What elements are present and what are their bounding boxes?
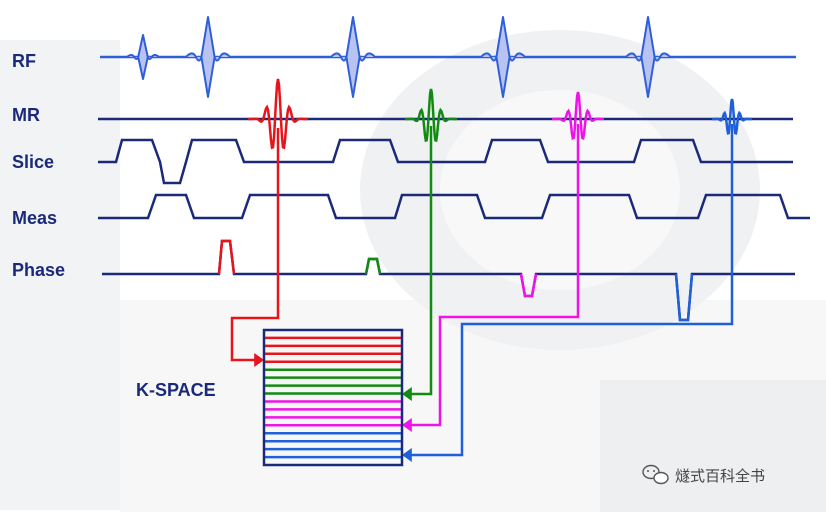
- echo-red: [248, 78, 308, 150]
- phase-step-magenta: [519, 273, 538, 298]
- arrow-blue: [402, 448, 412, 462]
- echo-green: [405, 88, 457, 143]
- connector-red: [230, 128, 280, 362]
- slice-gradient-trace: [98, 138, 793, 185]
- wechat-icon: [642, 464, 669, 485]
- echo-blue: [712, 98, 752, 135]
- phase-step-red: [217, 239, 236, 275]
- mr-row: [98, 78, 793, 150]
- label-rf: RF: [12, 51, 36, 71]
- label-meas: Meas: [12, 208, 57, 228]
- rf-pulse-5: [625, 16, 671, 98]
- kspace-grid: [262, 328, 404, 467]
- label-phase: Phase: [12, 260, 65, 280]
- phase-step-green: [364, 257, 382, 275]
- watermark: 燧式百科全书: [642, 464, 765, 485]
- readout-gradient-trace: [98, 193, 810, 220]
- connector-green: [410, 126, 433, 396]
- connector-blue: [410, 124, 734, 457]
- rf-pulse-3: [330, 16, 376, 98]
- arrow-green: [402, 387, 412, 401]
- arrow-red: [254, 353, 264, 367]
- rf-row: [100, 16, 796, 98]
- rf-pulse-2: [185, 16, 231, 98]
- echo-magenta: [552, 91, 604, 140]
- echo-to-kspace-connectors: [230, 124, 734, 462]
- arrow-magenta: [402, 418, 412, 432]
- kspace-border: [262, 328, 404, 467]
- phase-row: [102, 239, 795, 322]
- label-slice: Slice: [12, 152, 54, 172]
- rf-pulse-1: [126, 34, 160, 80]
- label-kspace: K-SPACE: [136, 380, 216, 400]
- watermark-text: 燧式百科全书: [675, 467, 765, 485]
- label-mr: MR: [12, 105, 40, 125]
- rf-pulse-4: [480, 16, 526, 98]
- phase-step-blue: [674, 273, 694, 322]
- connector-magenta: [410, 124, 580, 427]
